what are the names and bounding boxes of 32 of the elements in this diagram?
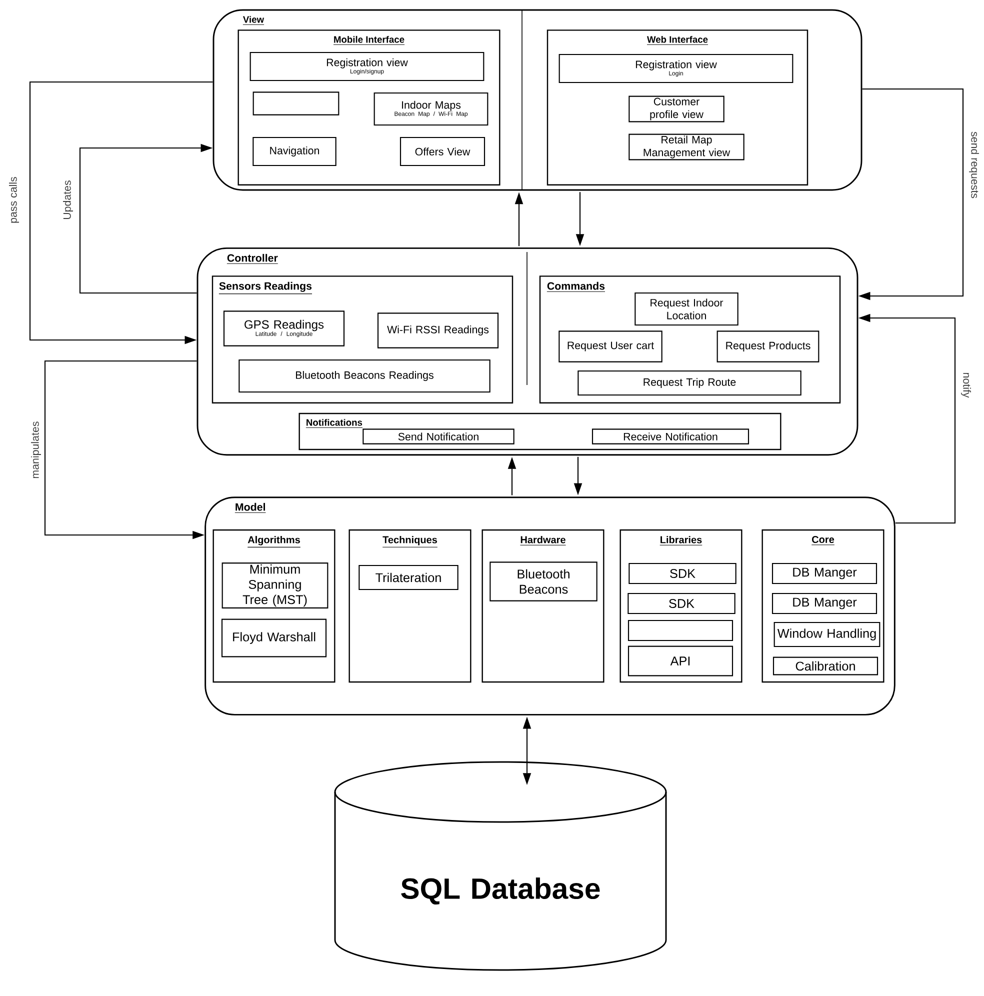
component-box: Window Handling <box>774 622 880 648</box>
component-box: Offers View <box>400 136 486 166</box>
component-box: Request Indoor Location <box>634 292 738 326</box>
edge-label: manipulates <box>30 420 42 480</box>
component-box: SDK <box>628 562 736 584</box>
component-box: Request Trip Route <box>578 370 802 396</box>
edge-label: notify <box>960 370 972 400</box>
component-box: Send Notification <box>362 428 514 444</box>
component-box: SDK <box>628 592 736 614</box>
component-box: Retail Map Management view <box>628 134 744 160</box>
component-box: DB Manger <box>772 592 878 614</box>
component-box: API <box>628 646 734 676</box>
component-box: Customer profile view <box>628 96 724 122</box>
component-box: Bluetooth Beacons <box>490 562 598 602</box>
component-box: Receive Notification <box>592 428 750 444</box>
database-cylinder: SQL Database <box>334 761 667 971</box>
edge-label: send requests <box>968 130 980 200</box>
component-box: Wi-Fi RSSI Readings <box>377 312 499 348</box>
component-box: DB Manger <box>772 562 878 584</box>
component-box: Request Products <box>716 330 820 362</box>
component-box: Navigation <box>252 136 336 166</box>
edge-label: Updates <box>62 178 74 222</box>
component-box: Request User cart <box>558 330 662 362</box>
edge-label: pass calls <box>8 175 20 225</box>
component-box: Bluetooth Beacons Readings <box>238 359 490 393</box>
component-box: Minimum Spanning Tree (MST) <box>222 562 328 608</box>
component-box <box>628 620 734 642</box>
component-box: Trilateration <box>358 564 458 590</box>
component-box <box>252 92 340 116</box>
component-box: Floyd Warshall <box>221 618 327 658</box>
node-label: SQL Database <box>401 877 600 905</box>
component-box: Calibration <box>772 656 878 676</box>
